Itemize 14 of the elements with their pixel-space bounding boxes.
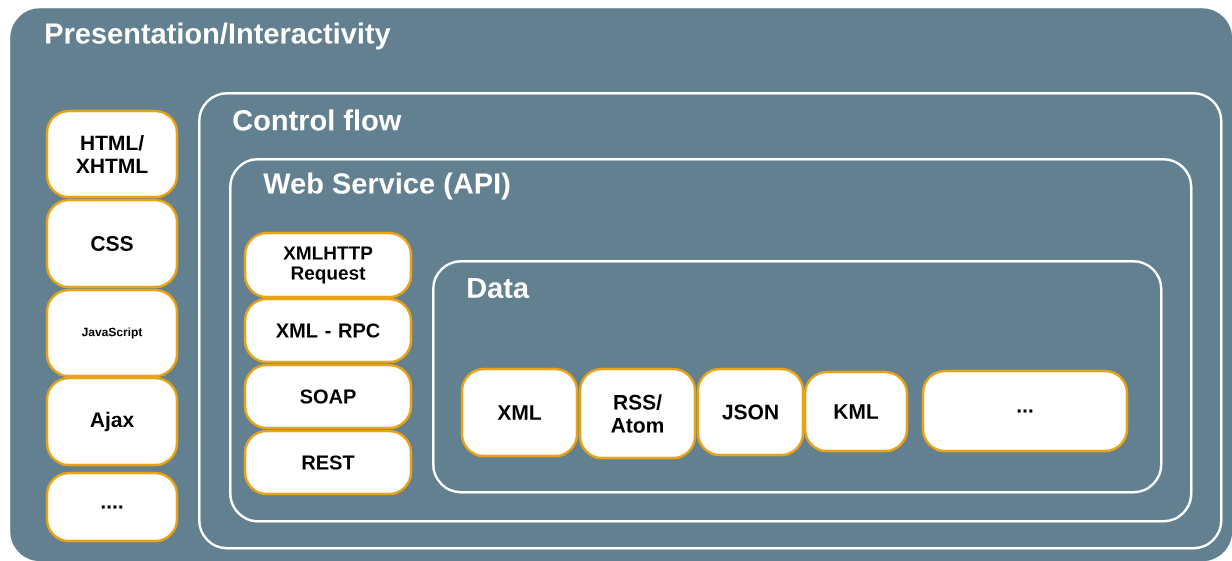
rounded-box: Ajax <box>45 376 179 467</box>
rounded-box: JSON <box>696 367 805 457</box>
rounded-box: ... <box>921 369 1129 453</box>
rounded-box: HTML/ XHTML <box>45 109 179 199</box>
rounded-box: REST <box>243 429 413 496</box>
rounded-box: .... <box>45 471 179 543</box>
rounded-box: RSS/ Atom <box>578 367 697 460</box>
rounded-box: XMLHTTP Request <box>243 231 413 299</box>
rounded-box: CSS <box>45 198 179 289</box>
rounded-box: JavaScript <box>45 288 179 378</box>
rounded-box: XML <box>460 367 579 458</box>
rounded-box: KML <box>803 370 909 453</box>
rounded-box: SOAP <box>243 363 413 430</box>
rounded-box: XML - RPC <box>243 297 413 364</box>
